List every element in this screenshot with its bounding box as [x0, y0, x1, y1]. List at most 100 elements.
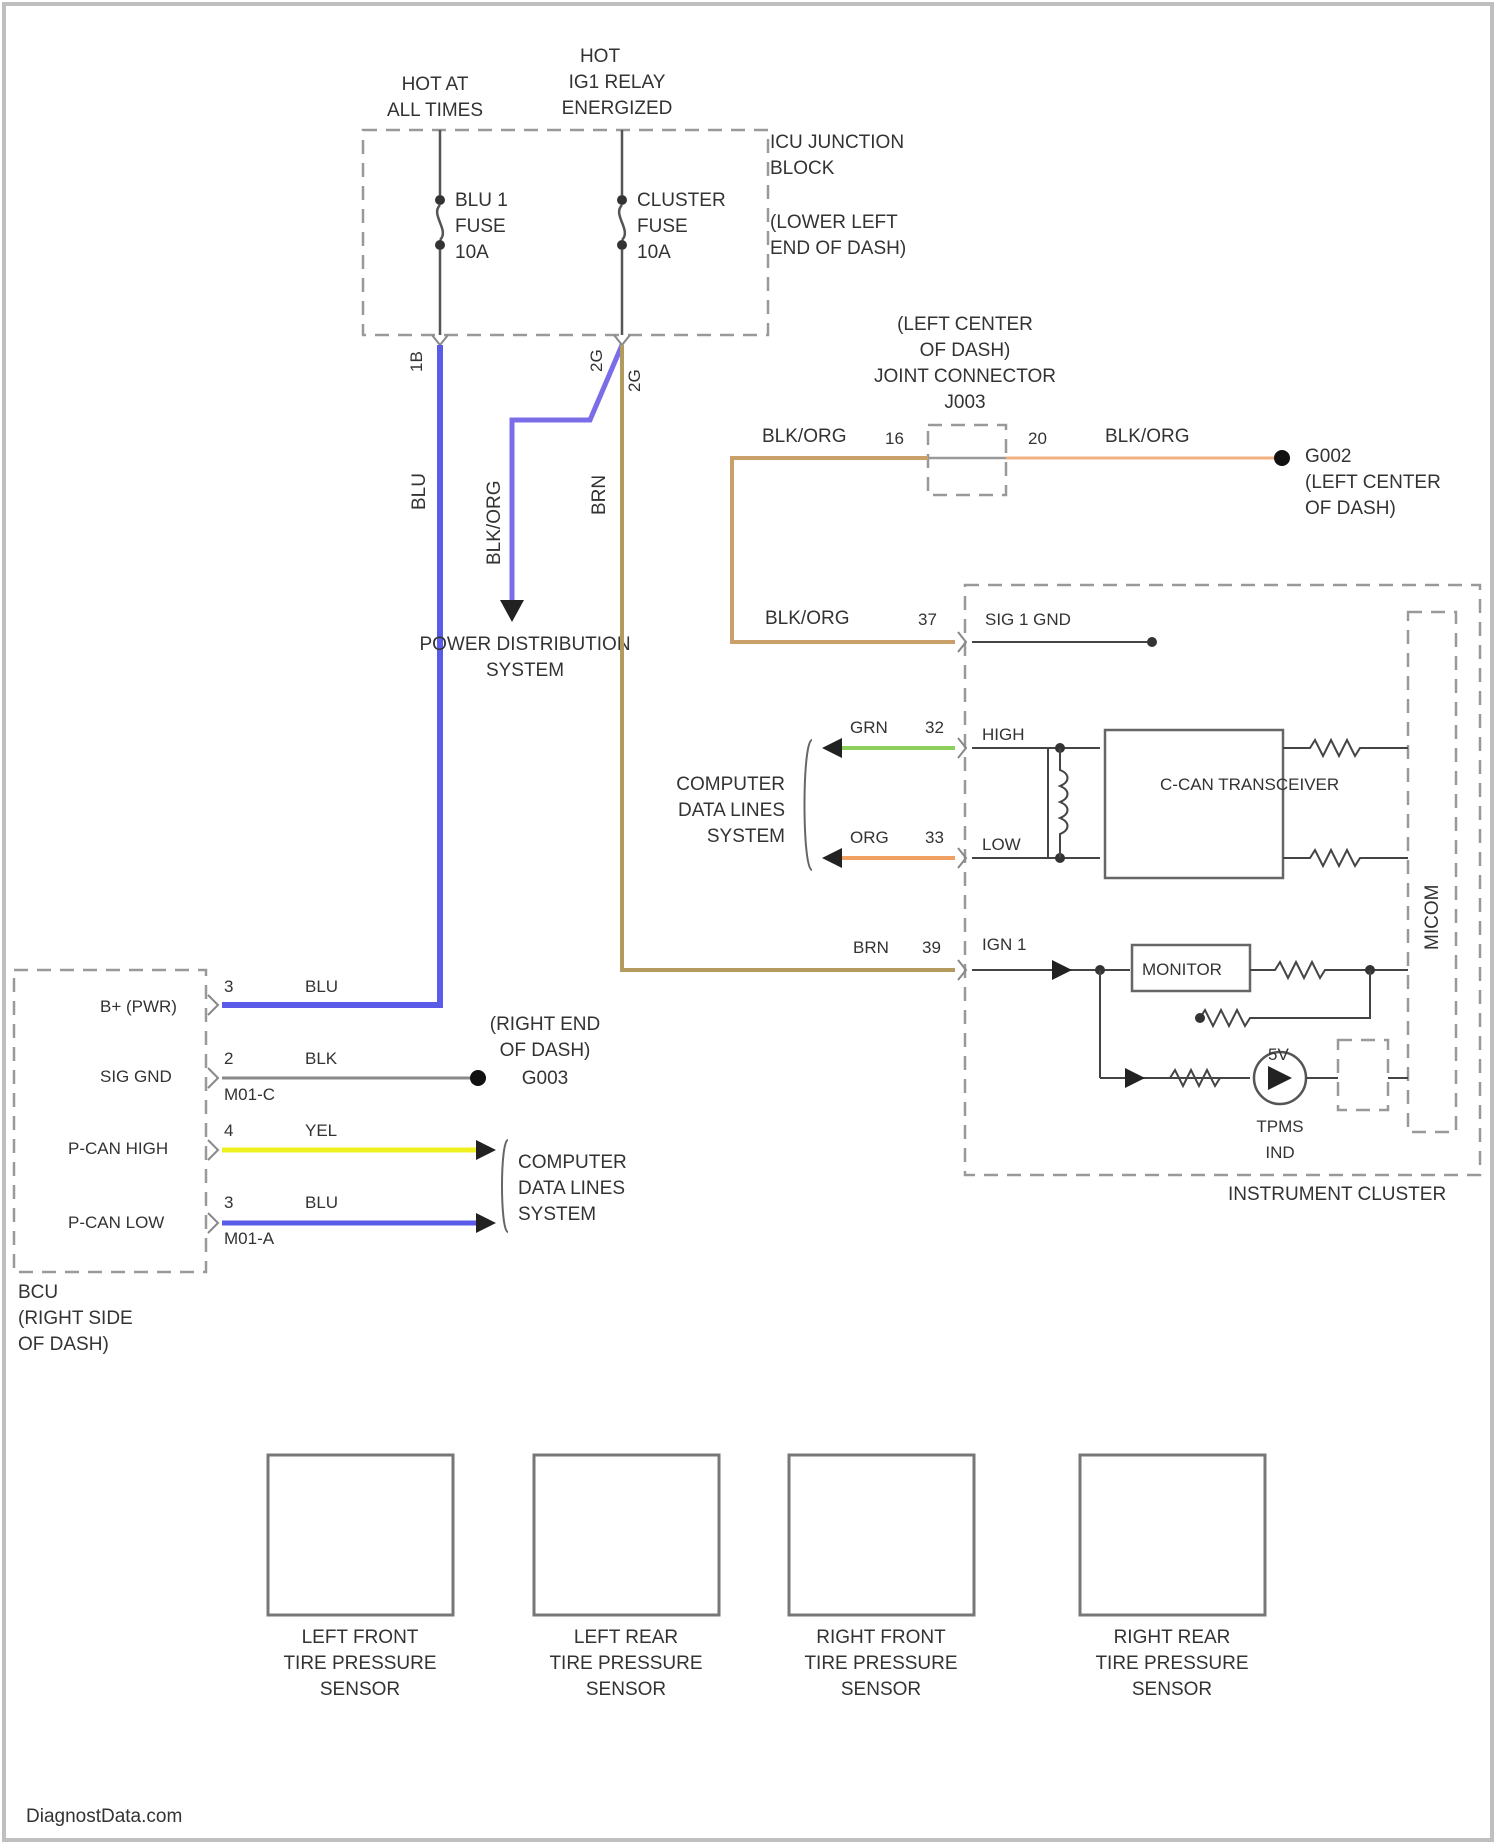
high-label: HIGH [982, 725, 1025, 744]
pin2-connector-icon [614, 335, 630, 345]
monitor-label: MONITOR [1142, 960, 1222, 979]
sig-gnd-label: SIG 1 GND [985, 610, 1071, 629]
hot-at-all-times-line2: ALL TIMES [387, 100, 483, 121]
left-data-lines-line3: SYSTEM [518, 1204, 596, 1225]
tpms-ind-line2: IND [1265, 1143, 1294, 1162]
pin3-number: 2G [625, 369, 644, 392]
pin-39: 39 [922, 938, 941, 957]
joint-pin-right: 20 [1028, 429, 1047, 448]
bcu-pin4-label: P-CAN LOW [68, 1213, 164, 1232]
bcu-pin1-number: 3 [224, 977, 233, 996]
blk-org-mid-label: BLK/ORG [765, 608, 849, 629]
bcu-pin3-label: P-CAN HIGH [68, 1139, 168, 1158]
right-front-sensor-box [789, 1455, 974, 1615]
joint-connector: (LEFT CENTER OF DASH) JOINT CONNECTOR J0… [874, 314, 1056, 495]
left-front-sensor-box [268, 1455, 453, 1615]
fuse2-rating: 10A [637, 242, 671, 263]
blk-wire-label: BLK [305, 1049, 338, 1068]
fuse2-icon [619, 205, 625, 240]
blk-org-top-right-label: BLK/ORG [1105, 426, 1189, 447]
fuse2-terminal-top [617, 195, 627, 205]
bcu-pin1-label: B+ (PWR) [100, 997, 177, 1016]
right-data-lines-line3: SYSTEM [707, 826, 785, 847]
c-can-transceiver-label: C-CAN TRANSCEIVER [1160, 775, 1339, 794]
blu-wire-label: BLU [409, 473, 430, 510]
blk-org-power-dist-wire [512, 345, 622, 600]
g003-line2: OF DASH) [500, 1040, 591, 1061]
p-can-low-arrow-icon [476, 1213, 496, 1233]
tpms-ind-line1: TPMS [1256, 1117, 1303, 1136]
fuse2-type: FUSE [637, 216, 688, 237]
bcu-pin4-connector: M01-A [224, 1229, 275, 1248]
page-frame [4, 4, 1492, 1840]
bcu-pin1-connector-icon [208, 995, 218, 1015]
joint-pin-left: 16 [885, 429, 904, 448]
junction-block-box [363, 130, 768, 335]
brn-wire-label: BRN [589, 475, 610, 515]
transceiver-high-resistor-icon [1283, 740, 1408, 756]
pin1-number: 1B [407, 351, 426, 372]
termination-resistor-icon [1060, 748, 1068, 858]
left-front-sensor-line3: SENSOR [320, 1679, 400, 1700]
power-distribution-line1: POWER DISTRIBUTION [419, 634, 630, 655]
power-distribution-line2: SYSTEM [486, 660, 564, 681]
hot-relay-line2: IG1 RELAY [569, 72, 666, 93]
fuse1-terminal-bottom [435, 240, 445, 250]
hot-relay-line1: HOT [580, 46, 621, 67]
monitor-resistor-icon [1250, 962, 1408, 978]
right-front-sensor-line1: RIGHT FRONT [816, 1627, 946, 1648]
fuse2-name: CLUSTER [637, 190, 726, 211]
pin1-connector-icon [432, 335, 448, 345]
fuse1-type: FUSE [455, 216, 506, 237]
tpms-led-voltage: 5V [1268, 1045, 1289, 1064]
blu-wire [222, 345, 440, 1005]
fuse1-icon [437, 205, 443, 240]
blk-org-top-left-label: BLK/ORG [762, 426, 846, 447]
right-front-sensor-line2: TIRE PRESSURE [804, 1653, 957, 1674]
bcu-pin2-number: 2 [224, 1049, 233, 1068]
joint-connector-title-line3: JOINT CONNECTOR [874, 366, 1056, 387]
power-dist-arrow-icon [500, 600, 524, 622]
g002-line2: (LEFT CENTER [1305, 472, 1441, 493]
left-rear-sensor-line1: LEFT REAR [574, 1627, 678, 1648]
blu-can-wire-label: BLU [305, 1193, 338, 1212]
tpms-switch-box [1338, 1040, 1388, 1110]
g003-line1: (RIGHT END [490, 1014, 600, 1035]
micom-label: MICOM [1422, 885, 1443, 950]
left-rear-sensor-line3: SENSOR [586, 1679, 666, 1700]
junction-block-location-line2: END OF DASH) [770, 238, 906, 259]
bcu-pin2-connector-icon [208, 1068, 218, 1088]
blk-org-power-dist-label: BLK/ORG [484, 481, 505, 565]
fuse1-terminal-top [435, 195, 445, 205]
left-front-sensor-line2: TIRE PRESSURE [283, 1653, 436, 1674]
bcu-pin2-connector: M01-C [224, 1085, 275, 1104]
g003-ground-icon [470, 1070, 486, 1086]
joint-connector-title-line4: J003 [944, 392, 985, 413]
left-rear-sensor-box [534, 1455, 719, 1615]
watermark: DiagnostData.com [26, 1806, 182, 1827]
fuse-block: HOT AT ALL TIMES HOT IG1 RELAY ENERGIZED… [363, 46, 906, 392]
left-data-lines-line1: COMPUTER [518, 1152, 627, 1173]
bcu-name-line2: (RIGHT SIDE [18, 1308, 133, 1329]
pin-33: 33 [925, 828, 944, 847]
transceiver-low-resistor-icon [1283, 850, 1408, 866]
bcu-pin4-number: 3 [224, 1193, 233, 1212]
junction-block-location-line1: (LOWER LEFT [770, 212, 898, 233]
ign-label: IGN 1 [982, 935, 1026, 954]
fuse1-rating: 10A [455, 242, 489, 263]
fuse1-name: BLU 1 [455, 190, 508, 211]
hot-at-all-times-line1: HOT AT [402, 74, 469, 95]
org-wire-label: ORG [850, 828, 889, 847]
bcu-name-line3: OF DASH) [18, 1334, 109, 1355]
blu-bcm-label: BLU [305, 977, 338, 996]
right-data-lines-line2: DATA LINES [678, 800, 785, 821]
brn-cluster-label: BRN [853, 938, 889, 957]
pin-32: 32 [925, 718, 944, 737]
micom-box [1408, 612, 1456, 1132]
pin-37: 37 [918, 610, 937, 629]
right-rear-sensor-line3: SENSOR [1132, 1679, 1212, 1700]
left-rear-sensor-line2: TIRE PRESSURE [549, 1653, 702, 1674]
tpms-diode-icon [1125, 1068, 1145, 1088]
right-data-lines-brace [805, 740, 813, 870]
